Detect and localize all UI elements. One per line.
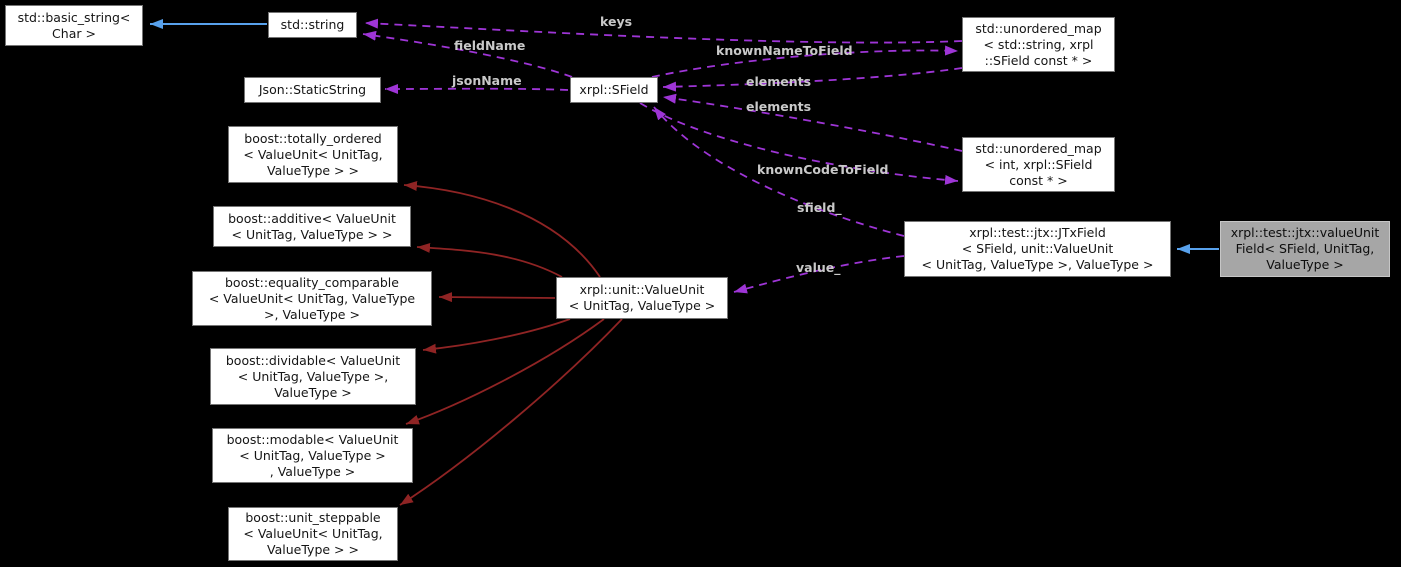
edge-label-sfield: sfield_ xyxy=(797,200,842,215)
node-jtx-field[interactable]: xrpl::test::jtx::JTxField < SField, unit… xyxy=(904,221,1171,277)
edge-keys xyxy=(364,18,963,44)
edge-knowncodetofield xyxy=(639,102,959,185)
edge-value xyxy=(733,255,905,294)
edge-valueunit-modable xyxy=(405,318,605,425)
edge-valueunit-dividable xyxy=(422,318,571,354)
node-boost-dividable[interactable]: boost::dividable< ValueUnit < UnitTag, V… xyxy=(210,348,416,405)
edge-knownnametofield xyxy=(651,45,959,78)
node-std-string[interactable]: std::string xyxy=(268,12,357,38)
node-unordered-map-string-sfield[interactable]: std::unordered_map < std::string, xrpl :… xyxy=(962,17,1115,72)
edge-label-knownnametofield: knownNameToField xyxy=(716,43,853,58)
edge-label-keys: keys xyxy=(600,14,633,29)
node-boost-totally-ordered[interactable]: boost::totally_ordered < ValueUnit< Unit… xyxy=(228,126,398,183)
edge-sfield xyxy=(653,106,905,237)
node-boost-additive[interactable]: boost::additive< ValueUnit < UnitTag, Va… xyxy=(213,206,411,247)
edge-valueunit-equalitycomparable xyxy=(438,292,556,303)
edge-valueunit-additive xyxy=(416,242,563,278)
edge-label-elements-lower: elements xyxy=(746,99,812,114)
edge-label-knowncodetofield: knownCodeToField xyxy=(757,162,889,177)
node-value-unit-field-current: xrpl::test::jtx::valueUnit Field< SField… xyxy=(1220,221,1390,277)
node-json-static-string[interactable]: Json::StaticString xyxy=(244,77,381,103)
node-boost-equality-comparable[interactable]: boost::equality_comparable < ValueUnit< … xyxy=(192,271,432,326)
edge-fieldname xyxy=(362,30,573,78)
node-boost-modable[interactable]: boost::modable< ValueUnit < UnitTag, Val… xyxy=(212,428,413,483)
node-value-unit[interactable]: xrpl::unit::ValueUnit < UnitTag, ValueTy… xyxy=(556,277,728,319)
node-xrpl-sfield[interactable]: xrpl::SField xyxy=(570,77,658,103)
node-boost-unit-steppable[interactable]: boost::unit_steppable < ValueUnit< UnitT… xyxy=(228,507,398,561)
edge-label-value: value_ xyxy=(796,260,841,275)
edge-label-fieldname: fieldName xyxy=(454,38,526,53)
edge-valueunit-unitsteppable xyxy=(399,318,623,506)
edge-label-jsonname: jsonName xyxy=(452,73,522,88)
node-std-basic-string[interactable]: std::basic_string< Char > xyxy=(5,5,143,46)
edge-elements-upper xyxy=(662,67,963,92)
edge-elements-lower xyxy=(662,93,963,152)
edge-valueunit-totallyordered xyxy=(403,180,601,278)
edge-label-elements-upper: elements xyxy=(746,74,812,89)
edge-jsonname xyxy=(384,83,569,94)
node-unordered-map-int-sfield[interactable]: std::unordered_map < int, xrpl::SField c… xyxy=(962,137,1115,192)
